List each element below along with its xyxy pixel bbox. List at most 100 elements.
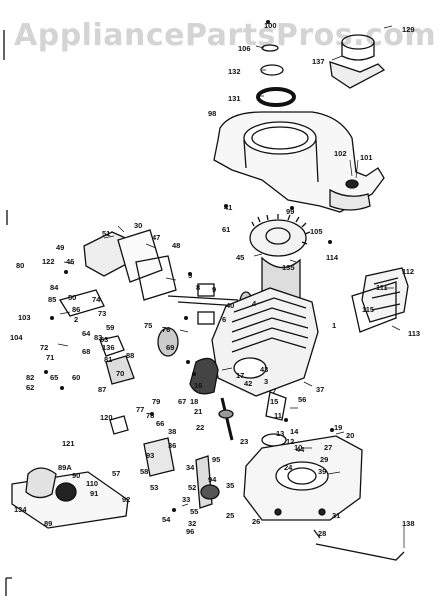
part-callout-label: 24 [284,463,293,472]
part-callout-label: 80 [16,261,25,270]
part-callout-label: 99 [286,207,295,216]
part-callout-label: 89 [44,519,53,528]
part-callout-label: 44 [296,445,305,454]
part-callout-label: 100 [264,21,277,30]
part-callout-label: 32 [188,519,197,528]
part-callout-label: 59 [106,323,115,332]
base-plate-and-tank [11,455,220,529]
part-callout-label: 16 [194,381,203,390]
part-callout-label: 2 [74,315,79,324]
flywheel-screen-top [329,34,386,89]
part-callout-label: 62 [26,383,35,392]
part-callout-label: 17 [236,371,245,380]
part-callout-label: 57 [112,469,121,478]
fasteners [44,20,334,512]
part-callout-label: 104 [10,333,23,342]
part-callout-label: 136 [102,343,115,352]
corner-mark [5,577,12,596]
part-callout-label: 122 [42,257,55,266]
part-callout-label: 25 [226,511,235,520]
part-callout-label: 23 [240,437,249,446]
part-callout-label: 65 [50,373,59,382]
part-callout-label: 75 [144,321,153,330]
part-callout-label: 79 [152,397,161,406]
part-callout-label: 121 [62,439,75,448]
part-callout-label: 41 [224,203,233,212]
part-callout-label: 63 [100,335,109,344]
part-callout-label: 61 [222,225,231,234]
part-callout-label: 53 [150,483,159,492]
part-callout-label: 42 [244,379,253,388]
part-callout-label: 19 [334,423,343,432]
cylinder-block [189,287,319,397]
part-callout-label: 138 [402,519,415,528]
part-callout-label: 103 [18,313,31,322]
part-callout-label: 7 [272,387,277,396]
part-callout-label: 102 [334,149,347,158]
part-callout-label: 38 [168,427,177,436]
part-callout-label: 48 [172,241,181,250]
part-callout-label: 26 [252,517,261,526]
part-callout-label: 52 [188,483,197,492]
part-callout-label: 30 [134,221,143,230]
part-callout-label: 73 [98,309,107,318]
part-callout-label: 85 [48,295,57,304]
part-callout-label: 6 [222,315,227,324]
part-callout-label: 134 [14,505,27,514]
part-callout-label: 33 [182,495,191,504]
starter-cup-parts [256,44,296,107]
part-callout-label: 35 [226,481,235,490]
part-callout-label: 15 [270,397,279,406]
part-callout-label: 112 [402,267,415,276]
part-callout-label: 3 [264,377,269,386]
part-callout-label: 55 [190,507,199,516]
part-callout-label: 39 [318,467,327,476]
part-callout-label: 45 [236,253,245,262]
part-callout-label: 13 [276,429,285,438]
part-callout-label: 12 [286,437,295,446]
part-callout-label: 36 [168,441,177,450]
part-callout-label: 20 [346,431,355,440]
part-callout-label: 86 [72,305,81,314]
part-callout-label: 5 [188,271,193,280]
part-callout-label: 72 [40,343,49,352]
part-callout-label: 54 [162,515,171,524]
part-callout-label: 91 [90,489,99,498]
part-callout-label: 56 [298,395,307,404]
part-callout-label: 120 [100,413,113,422]
part-callout-label: 113 [408,329,421,338]
part-callout-label: 114 [326,253,339,262]
part-callout-label: 115 [362,305,375,314]
part-callout-label: 89A [58,463,72,472]
part-callout-label: 11 [274,411,282,420]
part-callout-label: 43 [260,365,269,374]
part-callout-label: 78 [146,411,155,420]
blower-housing [213,111,385,213]
part-callout-label: 21 [194,407,203,416]
part-callout-label: 135 [282,263,295,272]
side-bracket [351,281,397,333]
part-callout-label: 67 [178,397,187,406]
part-callout-label: 14 [290,427,299,436]
part-callout-label: 66 [156,419,165,428]
part-callout-label: 4 [252,299,257,308]
part-callout-label: 87 [98,385,107,394]
part-callout-label: 96 [186,527,195,536]
part-callout-label: 1 [332,321,337,330]
part-callout-label: 106 [238,44,251,53]
part-callout-label: 131 [228,94,241,103]
part-callout-label: 92 [122,495,131,504]
part-callout-label: 40 [226,301,235,310]
part-callout-label: 46 [66,257,75,266]
part-callout-label: 47 [152,233,161,242]
leader-lines [57,25,405,548]
crankshaft-parts [109,391,287,477]
part-callout-label: 95 [212,455,221,464]
part-callout-label: 22 [196,423,205,432]
part-callout-label: 49 [56,243,65,252]
part-callout-label: 71 [46,353,55,362]
part-callout-label: 82 [26,373,35,382]
part-callout-label: 9 [212,285,217,294]
